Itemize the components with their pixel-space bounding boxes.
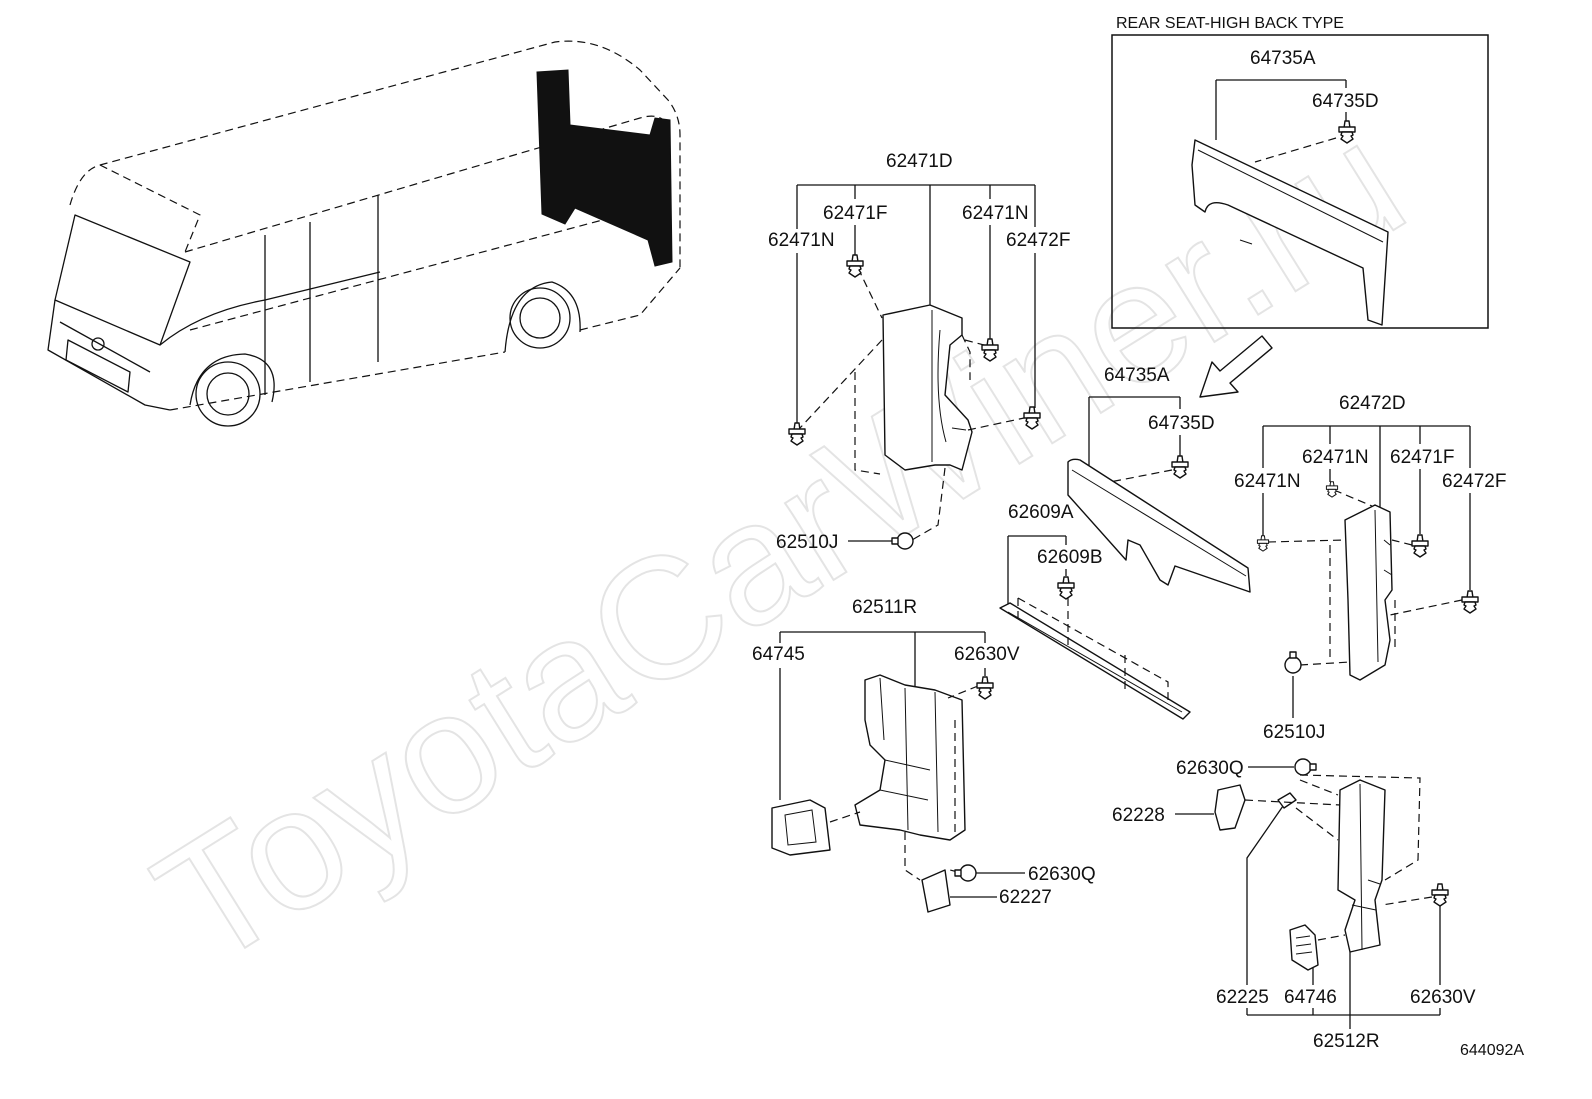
clip-scuff-plate	[1057, 576, 1075, 600]
group-left-pillar: 62471D 62471F 62471N 62471N 62472F 62510…	[768, 151, 1070, 553]
knob-right-pillar	[1284, 651, 1302, 674]
label-inset-clip: 64735D	[1312, 91, 1379, 112]
part-inset-panel	[1191, 139, 1389, 326]
inset-title: REAR SEAT-HIGH BACK TYPE	[1116, 15, 1344, 32]
inset-rear-seat-high-back: REAR SEAT-HIGH BACK TYPE 64735A 64735D	[1111, 15, 1489, 329]
group-center-panel: 64735A 64735D	[1067, 365, 1251, 593]
part-center-panel	[1067, 458, 1251, 593]
part-scuff-plate	[999, 602, 1191, 720]
label-left-pillar-clip-n-upper: 62471N	[962, 203, 1029, 224]
label-left-lower-clip-q: 62630Q	[1028, 864, 1096, 885]
part-right-lower-bracket	[1289, 924, 1319, 971]
label-left-pillar-knob: 62510J	[776, 532, 838, 553]
clip-right-pillar-n-lower	[1256, 535, 1270, 552]
part-left-lower-bracket	[771, 799, 831, 856]
label-right-pillar-knob: 62510J	[1263, 722, 1325, 743]
group-right-lower-trim: 62630Q 62228 62225 64746 62630V 62512R	[1112, 758, 1476, 1052]
label-right-lower-clip-v: 62630V	[1410, 987, 1476, 1008]
label-left-lower-assembly: 62511R	[852, 597, 917, 618]
clip-left-lower-v	[976, 676, 994, 700]
knob-right-lower-q	[1294, 758, 1317, 776]
label-scuff-plate-clip: 62609B	[1037, 547, 1103, 568]
label-left-lower-bracket: 64745	[752, 644, 805, 665]
part-left-pillar	[882, 304, 973, 471]
group-scuff-plate: 62609A 62609B	[999, 502, 1191, 720]
label-center-panel: 64735A	[1104, 365, 1170, 386]
label-scuff-plate: 62609A	[1008, 502, 1074, 523]
label-left-pillar-assembly: 62471D	[886, 151, 953, 172]
part-right-lower-cover-upper	[1214, 784, 1246, 831]
label-left-lower-cover: 62227	[999, 887, 1052, 908]
clip-right-pillar-f2	[1461, 590, 1479, 614]
label-left-pillar-clip-n-lower: 62471N	[768, 230, 835, 251]
part-left-lower-trim	[854, 674, 966, 841]
group-right-pillar: 62472D 62471N 62471F 62471N 62472F 62510…	[1234, 393, 1506, 743]
label-right-lower-assembly: 62512R	[1313, 1031, 1380, 1052]
inset-frame	[1111, 34, 1489, 329]
part-right-lower-cover-lower	[1277, 792, 1297, 809]
label-left-pillar-clip-f2: 62472F	[1006, 230, 1070, 251]
highlighted-pillar-area	[536, 69, 673, 267]
label-right-lower-bracket: 64746	[1284, 987, 1337, 1008]
group-left-lower-trim: 62511R 64745 62630V 62630Q 62227	[752, 597, 1096, 913]
vehicle-overview	[47, 40, 681, 427]
label-left-pillar-clip-f: 62471F	[823, 203, 887, 224]
label-right-lower-cover-upper: 62228	[1112, 805, 1165, 826]
clip-right-pillar-n-upper	[1325, 481, 1339, 498]
label-right-lower-cover-lower: 62225	[1216, 987, 1269, 1008]
label-right-pillar-assembly: 62472D	[1339, 393, 1406, 414]
figure-id: 644092A	[1460, 1042, 1524, 1059]
clip-left-pillar-f	[846, 254, 864, 278]
label-right-lower-clip-q: 62630Q	[1176, 758, 1244, 779]
label-right-pillar-clip-n-lower: 62471N	[1234, 471, 1301, 492]
label-right-pillar-clip-f: 62471F	[1390, 447, 1454, 468]
part-right-pillar	[1344, 504, 1393, 681]
label-center-panel-clip: 64735D	[1148, 413, 1215, 434]
label-right-pillar-clip-f2: 62472F	[1442, 471, 1506, 492]
label-left-lower-clip-v: 62630V	[954, 644, 1020, 665]
part-left-lower-cover	[921, 869, 951, 913]
clip-right-lower-v	[1431, 883, 1449, 907]
clip-right-pillar-f	[1411, 534, 1429, 558]
direction-arrow	[1199, 335, 1273, 398]
knob-left-lower-q	[954, 864, 977, 882]
label-inset-panel: 64735A	[1250, 48, 1316, 69]
label-right-pillar-clip-n-upper: 62471N	[1302, 447, 1369, 468]
clip-center-panel	[1171, 455, 1189, 479]
